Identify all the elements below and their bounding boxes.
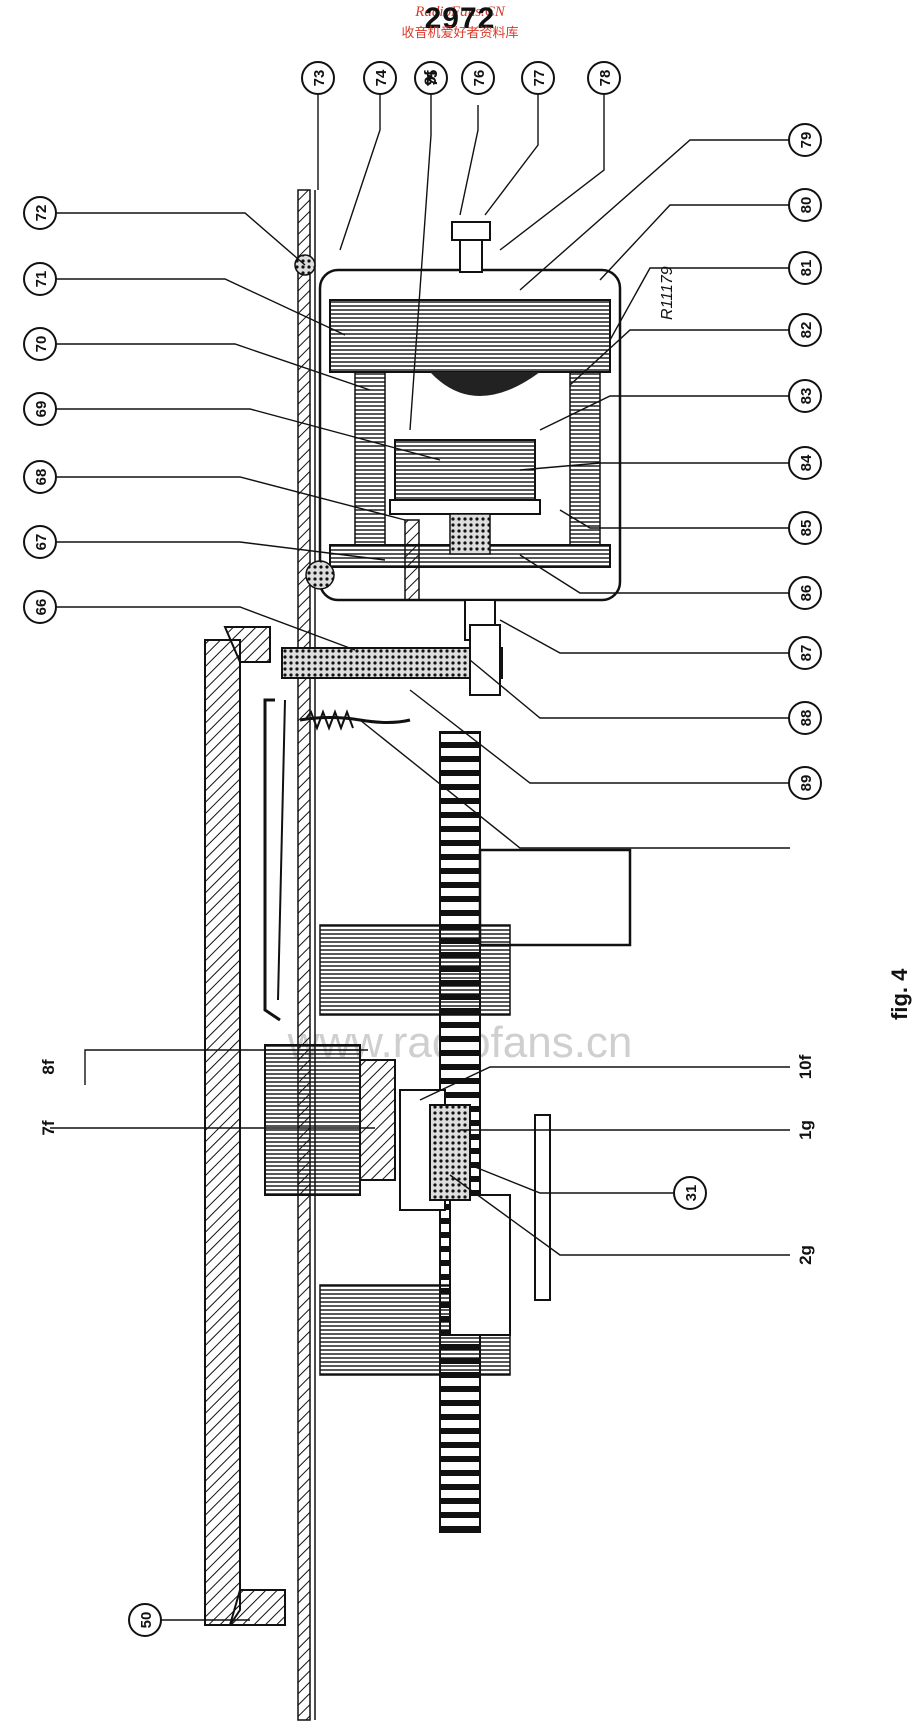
callout-66: 66 bbox=[23, 590, 57, 624]
label-1g: 1g bbox=[796, 1120, 815, 1140]
callout-81: 81 bbox=[788, 251, 822, 285]
callout-85: 85 bbox=[788, 511, 822, 545]
gear-wheel bbox=[319, 731, 632, 1533]
callout-84: 84 bbox=[788, 446, 822, 480]
callout-73: 73 bbox=[301, 61, 335, 95]
callout-74: 74 bbox=[363, 61, 397, 95]
callout-77: 77 bbox=[521, 61, 555, 95]
callout-72: 72 bbox=[23, 196, 57, 230]
callout-88: 88 bbox=[788, 701, 822, 735]
callout-83-label: 83 bbox=[798, 388, 815, 405]
figure-label: fig. 4 bbox=[887, 968, 912, 1020]
callout-67-label: 67 bbox=[33, 534, 50, 551]
callout-86: 86 bbox=[788, 576, 822, 610]
callout-89: 89 bbox=[788, 766, 822, 800]
callout-50: 50 bbox=[128, 1603, 162, 1637]
callout-82-label: 82 bbox=[798, 322, 815, 339]
leader-lines bbox=[50, 95, 790, 1621]
callout-70-label: 70 bbox=[33, 336, 50, 353]
callout-86-label: 86 bbox=[798, 585, 815, 602]
annotation-r11179: R11179 bbox=[659, 266, 676, 320]
callout-80: 80 bbox=[788, 188, 822, 222]
callout-78-label: 78 bbox=[597, 70, 614, 87]
callout-81-label: 81 bbox=[798, 260, 815, 277]
callout-89-label: 89 bbox=[798, 775, 815, 792]
callout-83: 83 bbox=[788, 379, 822, 413]
callout-79: 79 bbox=[788, 123, 822, 157]
callout-76-label: 76 bbox=[471, 70, 488, 87]
callout-77-label: 77 bbox=[531, 70, 548, 87]
callout-67: 67 bbox=[23, 525, 57, 559]
lever-arm bbox=[263, 698, 286, 1022]
callout-layer: 72 71 70 69 68 67 66 73 74 75 77 78 79 80 81 82 83 84 85 86… bbox=[23, 61, 822, 1637]
callout-50-label: 50 bbox=[138, 1612, 155, 1629]
drive-pulley bbox=[281, 624, 503, 731]
callout-70: 70 bbox=[23, 327, 57, 361]
callout-87-label: 87 bbox=[798, 645, 815, 662]
chassis-plate bbox=[297, 189, 316, 1721]
callout-69-label: 69 bbox=[33, 401, 50, 418]
callout-68-label: 68 bbox=[33, 469, 50, 486]
callout-73-label: 73 bbox=[311, 70, 328, 87]
callout-31-label: 31 bbox=[683, 1185, 700, 1202]
callout-78: 78 bbox=[587, 61, 621, 95]
callout-82: 82 bbox=[788, 313, 822, 347]
callout-72-label: 72 bbox=[33, 205, 50, 222]
label-7f: 7f bbox=[39, 1120, 58, 1135]
callout-68: 68 bbox=[23, 460, 57, 494]
callout-80-label: 80 bbox=[798, 197, 815, 214]
callout-74-label: 74 bbox=[373, 69, 390, 86]
callout-85-label: 85 bbox=[798, 520, 815, 537]
callout-87: 87 bbox=[788, 636, 822, 670]
callout-75-label: 75 bbox=[424, 70, 441, 87]
label-2g: 2g bbox=[796, 1245, 815, 1265]
site-watermark: RadioFans.CN bbox=[415, 4, 505, 20]
callout-84-label: 84 bbox=[798, 454, 815, 471]
callout-79-label: 79 bbox=[798, 132, 815, 149]
callout-76: 76 bbox=[461, 61, 495, 95]
callout-31: 31 bbox=[673, 1176, 707, 1210]
label-9f: 9f bbox=[421, 70, 440, 85]
callout-88-label: 88 bbox=[798, 710, 815, 727]
label-8f: 8f bbox=[39, 1059, 58, 1074]
callout-71-label: 71 bbox=[33, 271, 50, 288]
callout-75: 75 bbox=[414, 61, 448, 95]
base-plate bbox=[204, 626, 286, 1626]
motor-housing bbox=[294, 221, 622, 641]
site-subtitle: 收音机爱好者资料库 bbox=[401, 26, 519, 41]
callout-66-label: 66 bbox=[33, 599, 50, 616]
label-10f: 10f bbox=[796, 1054, 815, 1079]
page-number: 2972 bbox=[424, 2, 496, 35]
callout-71: 71 bbox=[23, 262, 57, 296]
callout-69: 69 bbox=[23, 392, 57, 426]
